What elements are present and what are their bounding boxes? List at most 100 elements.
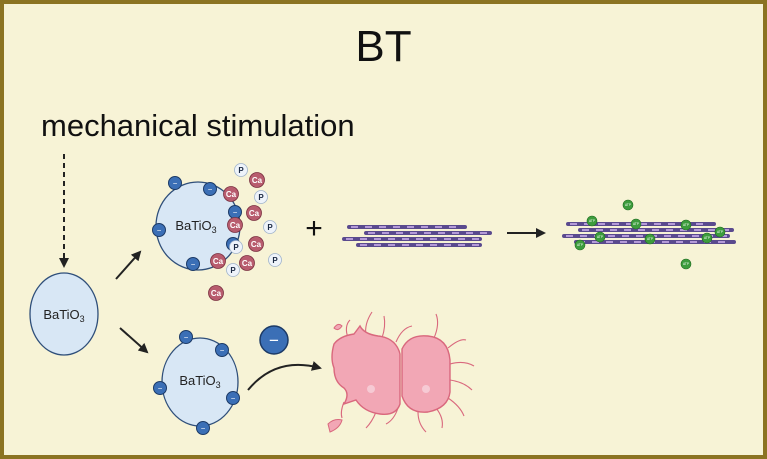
batio3-particle-ion-release: BaTiO3 [155,181,241,271]
filopodium [449,379,473,391]
svg-text:ATP: ATP [683,223,689,227]
calcium-ion: Ca [248,236,264,252]
filopodium [449,361,475,367]
collagen-fibril [347,225,467,229]
svg-text:Ca: Ca [251,240,262,249]
negative-charges-upper: −−−−−− [152,176,242,271]
svg-text:ATP: ATP [683,262,689,266]
mechanical-stimulation-label: mechanical stimulation [41,108,355,143]
svg-text:ATP: ATP [704,236,710,240]
atp-molecule: ATP [701,232,713,244]
filopodium [447,397,465,417]
svg-text:P: P [258,193,264,202]
cell-left-half [331,324,401,415]
figure-title: BT [355,22,412,71]
svg-text:−: − [201,424,206,433]
negative-charge-icon: − [196,421,210,435]
particle-label: BaTiO [43,307,79,322]
calcium-ion: Ca [223,186,239,202]
particle-subscript: 3 [80,314,85,324]
svg-text:P: P [267,223,273,232]
svg-text:Ca: Ca [249,209,260,218]
atp-molecule: ATP [594,231,606,243]
plus-sign: + [305,212,323,245]
collagen-fibrils [342,225,492,247]
svg-text:Ca: Ca [211,289,222,298]
phosphate-ion: P [229,240,243,254]
negative-charges-lower: − − − − − [153,330,240,435]
cell-fragment [333,323,343,331]
filopodium [381,315,386,339]
svg-text:ATP: ATP [647,237,653,241]
cell-nucleus [422,385,430,393]
svg-text:−: − [231,394,236,403]
collagen-fibril [356,243,482,247]
diagram-svg: BaTiO3 BaTiO3 −−−−−− CaCaCaCaCaCaCaCaPPP… [29,154,736,435]
dividing-cell [327,311,475,433]
svg-text:Ca: Ca [230,221,241,230]
free-negative-charge: − [259,325,289,355]
negative-charge-icon: − [152,223,166,237]
atp-molecules: ATP ATP ATP ATP ATP ATP ATP ATP ATP ATP [574,199,726,270]
batio3-particle-charged: BaTiO3 [161,337,239,427]
particle-label: BaTiO [179,373,215,388]
atp-molecule: ATP [586,215,598,227]
svg-text:ATP: ATP [577,243,583,247]
calcium-ion: Ca [239,255,255,271]
svg-text:−: − [191,260,196,269]
calcium-ion: Ca [249,172,265,188]
filopodium [417,411,427,433]
negative-charge-icon: − [203,182,217,196]
negative-charge-icon: − [226,391,240,405]
svg-text:ATP: ATP [633,222,639,226]
calcium-ion: Ca [210,253,226,269]
svg-text:P: P [238,166,244,175]
cell-fragment [327,419,343,433]
svg-text:P: P [230,266,236,275]
atp-molecule: ATP [644,233,656,245]
svg-text:ATP: ATP [597,235,603,239]
atp-molecule: ATP [622,199,634,211]
svg-text:−: − [233,208,238,217]
atp-molecule: ATP [680,219,692,231]
negative-charge-icon: − [179,330,193,344]
filopodium [395,325,413,343]
particle-subscript: 3 [212,225,217,235]
svg-text:−: − [208,185,213,194]
collagen-fibril [342,237,482,241]
charge-symbol: − [269,331,279,350]
atp-molecule: ATP [714,226,726,238]
filopodium [433,313,439,339]
batio3-particle-initial: BaTiO3 [29,272,99,356]
svg-text:−: − [220,346,225,355]
phosphate-ion: P [226,263,240,277]
svg-text:ATP: ATP [717,230,723,234]
phosphate-ion: P [263,220,277,234]
phosphate-ion: P [268,253,282,267]
calcium-ion: Ca [208,285,224,301]
negative-charge-icon: − [215,343,229,357]
svg-text:ATP: ATP [625,203,631,207]
filopodium [365,411,377,429]
svg-text:P: P [233,243,239,252]
negative-charge-icon: − [153,381,167,395]
arrow-to-charged-particle [119,327,149,354]
negative-charge-icon: − [186,257,200,271]
svg-text:BaTiO3: BaTiO3 [179,373,220,390]
calcium-ion: Ca [227,217,243,233]
svg-text:P: P [272,256,278,265]
svg-text:−: − [157,226,162,235]
phosphate-ion: P [254,190,268,204]
atp-molecule: ATP [574,239,586,251]
svg-text:Ca: Ca [213,257,224,266]
svg-text:Ca: Ca [242,259,253,268]
svg-text:Ca: Ca [252,176,263,185]
particle-subscript: 3 [216,380,221,390]
cell-right-half [401,335,451,413]
calcium-ion: Ca [246,205,262,221]
negative-charge-icon: − [168,176,182,190]
cell-nucleus [367,385,375,393]
svg-text:−: − [184,333,189,342]
